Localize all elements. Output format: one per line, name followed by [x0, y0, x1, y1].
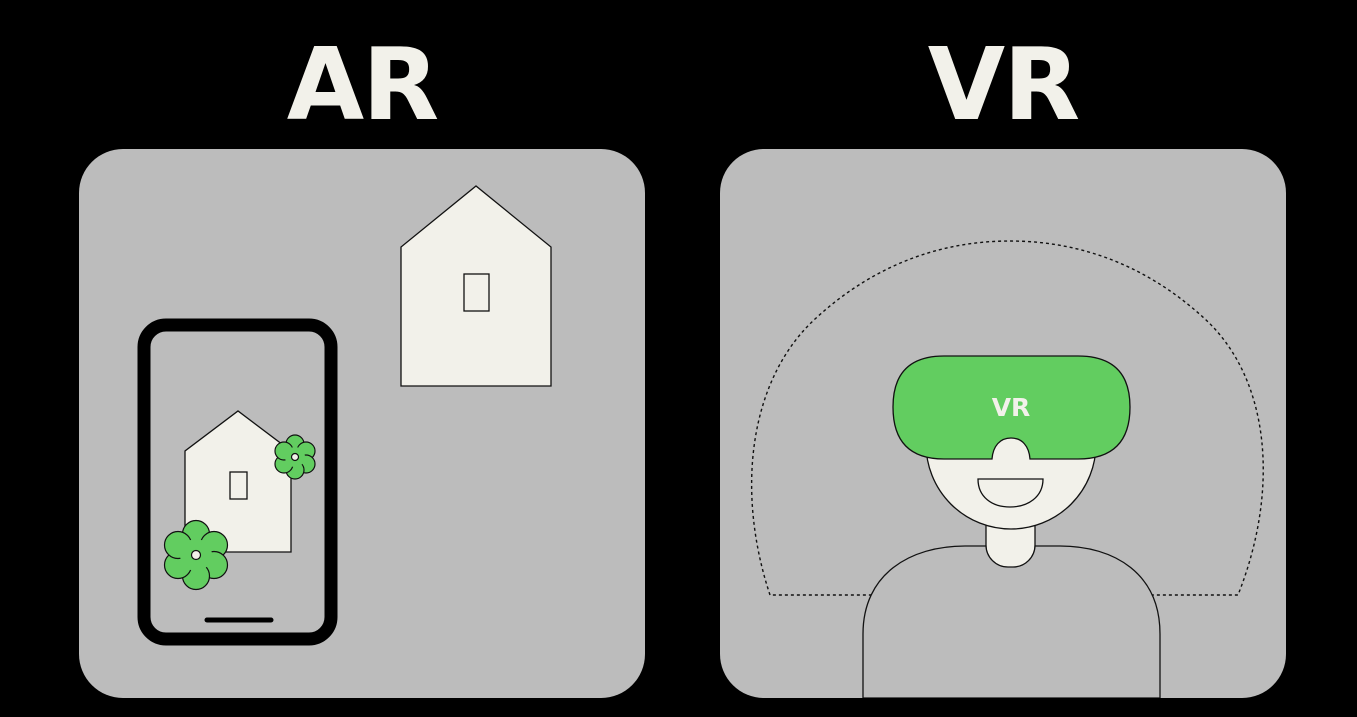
- vr-illustration: VR: [750, 240, 1264, 698]
- vr-title: VR: [927, 26, 1080, 143]
- phone-screen-house-icon: [184, 410, 292, 553]
- small-flower-icon: [274, 434, 316, 480]
- vr-headset-icon: VR: [892, 355, 1131, 460]
- smartphone-icon: [137, 318, 338, 646]
- large-flower-icon: [163, 519, 229, 591]
- ar-title: AR: [286, 26, 439, 143]
- vr-panel: VR: [720, 149, 1286, 698]
- ar-panel: [79, 149, 645, 698]
- house-icon: [400, 185, 552, 387]
- headset-label: VR: [992, 393, 1031, 422]
- ar-illustration: [137, 185, 552, 646]
- smile: [977, 478, 1044, 508]
